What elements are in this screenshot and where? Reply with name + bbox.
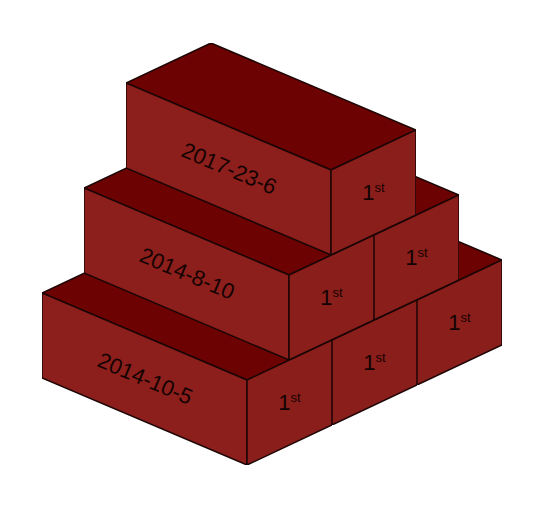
grade-label: 1st (405, 246, 427, 270)
grade-label: 1st (320, 286, 342, 310)
grade-label: 1st (278, 391, 300, 415)
grade-label: 1st (363, 351, 385, 375)
brick-end (331, 130, 416, 255)
brick: 2017-23-61st (126, 43, 416, 255)
grade-label: 1st (362, 181, 384, 205)
brick-side (126, 83, 331, 255)
brick-outline (126, 43, 416, 255)
grade-label: 1st (448, 311, 470, 335)
